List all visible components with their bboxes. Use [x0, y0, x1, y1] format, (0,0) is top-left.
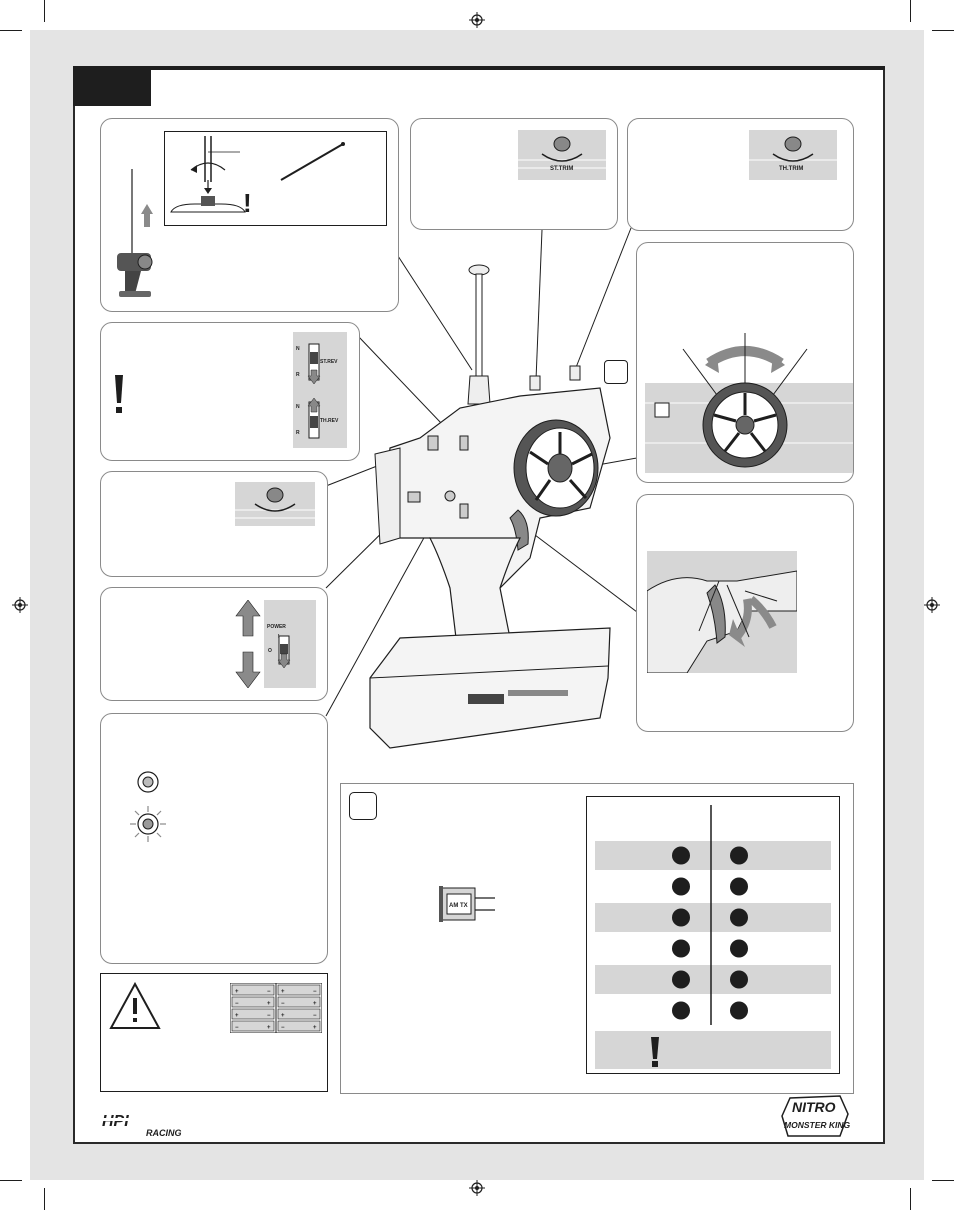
battery-polarity-label: −: [281, 1001, 285, 1007]
power-off-label: O: [268, 648, 272, 654]
st-rev-n-label: N: [296, 346, 300, 352]
on-off-arrows-icon: [235, 600, 261, 688]
aux-trim-panel: [100, 471, 328, 577]
battery-polarity-label: −: [235, 1001, 239, 1007]
reverse-switches-illustration: N R ST.REV N R TH.REV: [293, 332, 347, 448]
th-trim-panel: TH.TRIM: [627, 118, 854, 231]
st-trim-knob-illustration: ST.TRIM: [518, 130, 606, 180]
hpi-logo-text: HPI: [102, 1113, 129, 1130]
channel-dot: [672, 908, 690, 927]
th-rev-label: TH.REV: [320, 418, 339, 424]
crop-mark: [0, 30, 22, 31]
battery-polarity-label: −: [281, 1025, 285, 1031]
channel-table-graphic: [595, 805, 831, 1069]
th-rev-n-label: N: [296, 404, 300, 410]
crop-mark: [44, 0, 45, 22]
channel-row-shade: [595, 965, 831, 994]
channel-dot: [730, 877, 748, 896]
power-led-panel: [100, 713, 328, 964]
channel-dot: [672, 939, 690, 958]
exclamation-icon: [651, 1037, 659, 1067]
crop-mark: [932, 1180, 954, 1181]
registration-mark-icon: [469, 12, 485, 28]
channel-row-shade: [595, 903, 831, 932]
servo-reverse-panel: N R ST.REV N R TH.REV: [100, 322, 360, 461]
battery-polarity-label: −: [313, 989, 317, 995]
hpi-logo-subtext: RACING: [146, 1128, 182, 1138]
channel-dot: [730, 1001, 748, 1020]
battery-polarity-label: +: [235, 1013, 239, 1019]
warning-triangle-icon: [109, 982, 161, 1029]
st-rev-label: ST.REV: [320, 359, 338, 365]
callout-marker: [604, 360, 628, 384]
transmitter-illustration: [369, 264, 611, 749]
steering-wheel-panel: [636, 242, 854, 483]
nitro-monster-king-logo: NITRO MONSTER KING: [781, 1095, 851, 1137]
antenna-detail-box: !: [164, 131, 387, 226]
power-label: POWER: [267, 624, 286, 630]
registration-mark-icon: [924, 597, 940, 613]
section-tab: [73, 66, 151, 106]
battery-polarity-label: +: [313, 1001, 317, 1007]
led-indicator-illustration: [130, 771, 166, 842]
crystal-label: AM TX: [449, 903, 468, 909]
exclamation-icon: !: [243, 188, 252, 218]
battery-polarity-label: +: [281, 1013, 285, 1019]
st-trim-label: ST.TRIM: [550, 166, 573, 172]
th-trim-knob-illustration: TH.TRIM: [749, 130, 837, 180]
battery-polarity-label: −: [313, 1013, 317, 1019]
transmitter-small-icon: [117, 169, 153, 297]
battery-polarity-label: +: [235, 989, 239, 995]
exclamation-icon: [115, 375, 123, 413]
channel-dot: [730, 846, 748, 865]
crop-mark: [910, 1188, 911, 1210]
crystal-panel: AM TX: [340, 783, 854, 1094]
channel-note-box: [595, 1031, 831, 1069]
monster-king-logo-text: MONSTER KING: [784, 1120, 851, 1130]
battery-polarity-label: +: [281, 989, 285, 995]
crop-mark: [44, 1188, 45, 1210]
battery-polarity-label: +: [267, 1025, 271, 1031]
aux-trim-knob-illustration: [235, 482, 315, 526]
steering-wheel-illustration: [645, 333, 853, 473]
antenna-panel: !: [100, 118, 399, 312]
channel-dot: [672, 877, 690, 896]
battery-pack-illustration: + − + − − + − + + − + − − + − +: [230, 983, 322, 1033]
th-rev-r-label: R: [296, 430, 300, 436]
battery-caution-panel: + − + − − + − + + − + − − + − +: [100, 973, 328, 1092]
power-switch-panel: POWER I O: [100, 587, 328, 701]
channel-dot: [730, 970, 748, 989]
power-switch-illustration: POWER I O: [264, 600, 316, 688]
battery-polarity-label: −: [235, 1025, 239, 1031]
battery-polarity-label: +: [313, 1025, 317, 1031]
channel-table: [586, 796, 840, 1074]
registration-mark-icon: [469, 1180, 485, 1196]
channel-dot: [672, 1001, 690, 1020]
crop-mark: [932, 30, 954, 31]
nitro-logo-text: NITRO: [792, 1099, 836, 1115]
registration-mark-icon: [12, 597, 28, 613]
st-rev-r-label: R: [296, 372, 300, 378]
channel-row-shade: [595, 841, 831, 870]
battery-polarity-label: +: [267, 1001, 271, 1007]
th-trim-label: TH.TRIM: [779, 166, 803, 172]
header-rule: [73, 66, 885, 70]
st-trim-panel: ST.TRIM: [410, 118, 618, 230]
channel-dot: [730, 939, 748, 958]
crop-mark: [910, 0, 911, 22]
battery-polarity-label: −: [267, 989, 271, 995]
crop-mark: [0, 1180, 22, 1181]
step-marker: [349, 792, 377, 820]
hpi-racing-logo: HPI RACING: [102, 1113, 192, 1138]
throttle-trigger-panel: [636, 494, 854, 732]
channel-dot: [672, 846, 690, 865]
throttle-trigger-illustration: [647, 551, 797, 673]
channel-dot: [730, 908, 748, 927]
battery-polarity-label: −: [267, 1013, 271, 1019]
antenna-install-illustration: !: [170, 136, 345, 218]
channel-dot: [672, 970, 690, 989]
crystal-illustration: AM TX: [439, 886, 495, 922]
